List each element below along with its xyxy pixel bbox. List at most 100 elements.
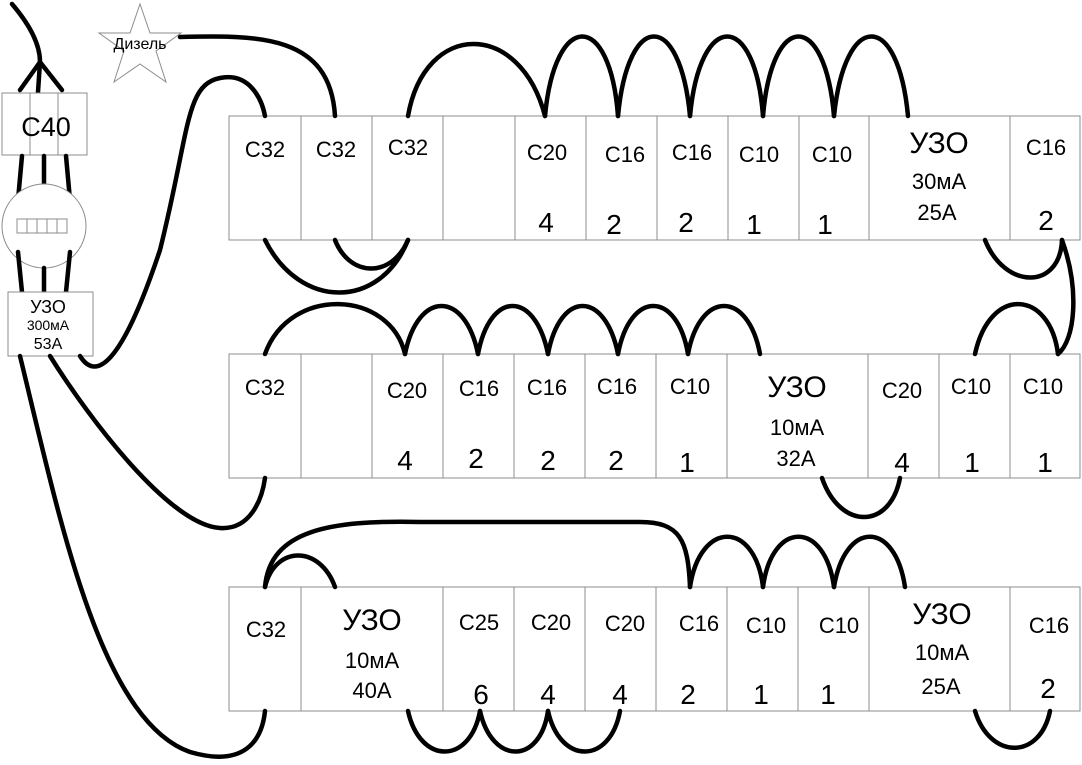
module-r3-5 (584, 586, 657, 712)
wire-r1-arc-1 (405, 41, 548, 119)
rcd-title: УЗО (909, 127, 969, 160)
module-r1-5 (514, 115, 587, 241)
wire-r2-bottom-1 (819, 475, 903, 520)
module-label: С16 (527, 375, 567, 400)
module-number: 2 (606, 209, 622, 240)
module-number: 4 (894, 447, 910, 478)
module-number: 2 (468, 443, 484, 474)
main-rcd-rating: 53А (34, 336, 63, 353)
module-r3-3 (442, 586, 515, 712)
rcd-sensitivity: 30мА (912, 169, 967, 194)
module-label: С16 (459, 376, 499, 401)
module-label: С10 (746, 613, 786, 638)
module-number: 2 (608, 445, 624, 476)
module-number: 2 (680, 679, 696, 710)
rcd-rating: 32А (776, 446, 815, 471)
main-breaker-label: С40 (21, 112, 71, 142)
module-r1-6 (585, 115, 658, 241)
module-number: 2 (1040, 673, 1056, 704)
wire-feed-row1 (77, 74, 268, 369)
module-label: С32 (245, 137, 285, 162)
wire-r1-arc-4 (687, 34, 766, 119)
module-r2-2 (300, 353, 373, 479)
meter-display (16, 218, 68, 234)
module-r2-6 (584, 353, 657, 479)
main-breaker (1, 92, 88, 156)
main-rcd (7, 291, 94, 357)
rcd-sensitivity: 10мА (770, 415, 825, 440)
wire-r1-arc-3 (615, 34, 693, 119)
module-label: С16 (1029, 613, 1069, 638)
wire-r2-arc-2 (402, 303, 481, 357)
module-label: С16 (605, 142, 645, 167)
rcd-rating: 25А (917, 200, 956, 225)
rcd-sensitivity: 10мА (915, 640, 970, 665)
row-1 (228, 115, 1081, 241)
feed-column (1, 1, 94, 357)
module-r3-10 (1009, 586, 1081, 712)
main-rcd-title: УЗО (30, 297, 66, 317)
incoming-split-wires (17, 59, 65, 95)
module-number: 4 (538, 207, 554, 238)
wire-r2-arc-3 (475, 303, 551, 357)
module-number: 1 (964, 447, 980, 478)
wire-r3-bottom-3 (545, 708, 623, 754)
row-2-labels: С32 С20 4 С16 2 С16 2 С16 2 С10 1 УЗО 10… (245, 371, 1063, 478)
module-r1-2 (300, 115, 373, 241)
module-number: 6 (473, 679, 489, 710)
module-label: С20 (387, 378, 427, 403)
rcd-title: УЗО (767, 371, 827, 404)
module-r1-8 (727, 115, 800, 241)
module-r3-8 (797, 586, 870, 712)
main-rcd-sensitivity: 300мА (27, 317, 70, 333)
module-label: С16 (679, 611, 719, 636)
wire-diesel (177, 34, 338, 119)
module-r1-7 (656, 115, 729, 241)
wire-r3-arc-3 (760, 534, 837, 590)
module-number: 2 (678, 207, 694, 238)
wire-r1-to-r2 (1055, 237, 1076, 357)
module-number: 4 (540, 679, 556, 710)
module-r2-3 (371, 353, 444, 479)
wire-r2-arc-4 (545, 303, 621, 357)
wire-r1-bottom-1 (262, 237, 411, 295)
module-label: С20 (527, 140, 567, 165)
wire-r2-arc-6 (685, 303, 763, 357)
row-2 (228, 353, 1081, 479)
module-number: 1 (679, 447, 695, 478)
module-label: С10 (739, 142, 779, 167)
rcd-title: УЗО (342, 604, 402, 637)
module-label: С20 (531, 610, 571, 635)
wire-r2-arc-5 (615, 303, 691, 357)
wire-r2-arc-1 (262, 301, 408, 357)
module-label: С10 (951, 374, 991, 399)
module-label: С16 (672, 140, 712, 165)
rcd-rating: 40А (352, 678, 391, 703)
wire-r1-arc-6 (831, 34, 911, 119)
module-r3-9 (868, 586, 1011, 712)
row-1-labels: С32 С32 С32 С20 4 С16 2 С16 2 С10 1 С10 … (245, 127, 1066, 240)
wire-r3-arc-1 (262, 553, 338, 590)
module-label: С32 (245, 375, 285, 400)
module-r2-9 (867, 353, 940, 479)
wire-r3-arc-4 (831, 534, 908, 590)
module-label: С10 (812, 142, 852, 167)
incoming-wire (9, 1, 43, 65)
wires (17, 34, 1076, 759)
wire-r3-bottom-1 (405, 708, 483, 754)
module-r3-1 (228, 586, 302, 712)
module-label: С16 (597, 374, 637, 399)
wire-r2-arc-7 (972, 301, 1061, 357)
wire-r3-bottom-2 (477, 708, 551, 754)
module-label: С16 (1026, 135, 1066, 160)
module-r1-11 (1009, 115, 1081, 241)
module-r2-11 (1009, 353, 1081, 479)
diesel-label: Дизель (114, 36, 167, 53)
module-r2-1 (228, 353, 302, 479)
rcd-title: УЗО (912, 598, 972, 631)
module-label: С10 (819, 613, 859, 638)
module-r1-1 (228, 115, 302, 241)
wire-feed-row2 (47, 353, 268, 531)
module-r3-2 (300, 586, 444, 712)
